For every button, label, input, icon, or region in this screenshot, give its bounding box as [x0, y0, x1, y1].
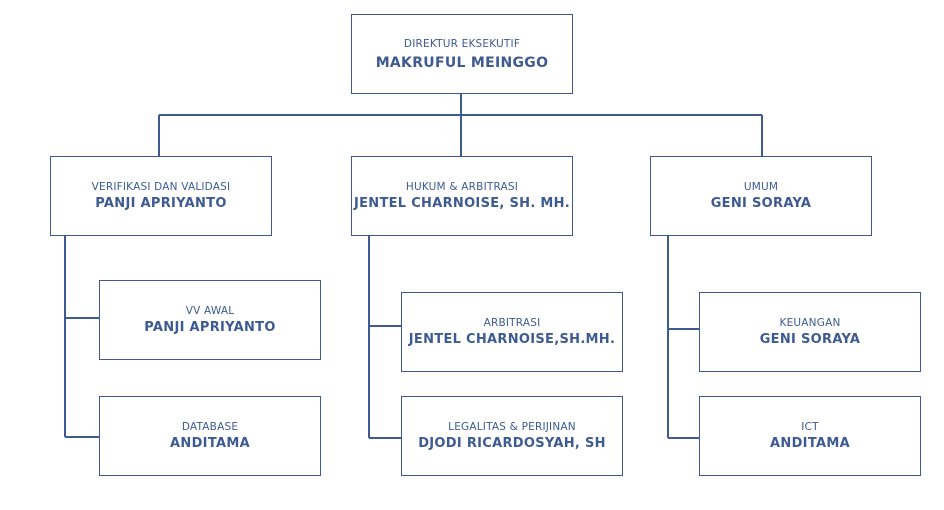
division-role: UMUM — [743, 180, 779, 193]
division-box-umum: UMUM GENI SORAYA — [650, 156, 872, 236]
unit-box-ict: ICT ANDITAMA — [699, 396, 921, 476]
director-box: DIREKTUR EKSEKUTIF MAKRUFUL MEINGGO — [351, 14, 573, 94]
unit-role: VV AWAL — [185, 304, 235, 317]
division-head: GENI SORAYA — [710, 195, 812, 211]
unit-box-database: DATABASE ANDITAMA — [99, 396, 321, 476]
unit-role: KEUANGAN — [779, 316, 841, 329]
division-head: JENTEL CHARNOISE, SH. MH. — [353, 195, 571, 211]
unit-head: ANDITAMA — [170, 435, 250, 451]
unit-box-legalitas: LEGALITAS & PERIJINAN DJODI RICARDOSYAH,… — [401, 396, 623, 476]
director-role: DIREKTUR EKSEKUTIF — [403, 37, 521, 50]
division-box-verifikasi: VERIFIKASI DAN VALIDASI PANJI APRIYANTO — [50, 156, 272, 236]
unit-role: DATABASE — [181, 420, 239, 433]
unit-role: LEGALITAS & PERIJINAN — [448, 420, 576, 433]
unit-box-vv-awal: VV AWAL PANJI APRIYANTO — [99, 280, 321, 360]
unit-role: ICT — [801, 420, 819, 433]
unit-head: ANDITAMA — [770, 435, 850, 451]
unit-head: DJODI RICARDOSYAH, SH — [418, 435, 606, 451]
division-role: VERIFIKASI DAN VALIDASI — [91, 180, 231, 193]
division-head: PANJI APRIYANTO — [95, 195, 227, 211]
unit-head: PANJI APRIYANTO — [144, 319, 276, 335]
unit-box-keuangan: KEUANGAN GENI SORAYA — [699, 292, 921, 372]
unit-head: GENI SORAYA — [759, 331, 861, 347]
division-role: HUKUM & ARBITRASI — [405, 180, 519, 193]
unit-head: JENTEL CHARNOISE,SH.MH. — [408, 331, 616, 347]
division-box-hukum: HUKUM & ARBITRASI JENTEL CHARNOISE, SH. … — [351, 156, 573, 236]
unit-role: ARBITRASI — [483, 316, 541, 329]
director-name: MAKRUFUL MEINGGO — [375, 54, 549, 71]
unit-box-arbitrasi: ARBITRASI JENTEL CHARNOISE,SH.MH. — [401, 292, 623, 372]
